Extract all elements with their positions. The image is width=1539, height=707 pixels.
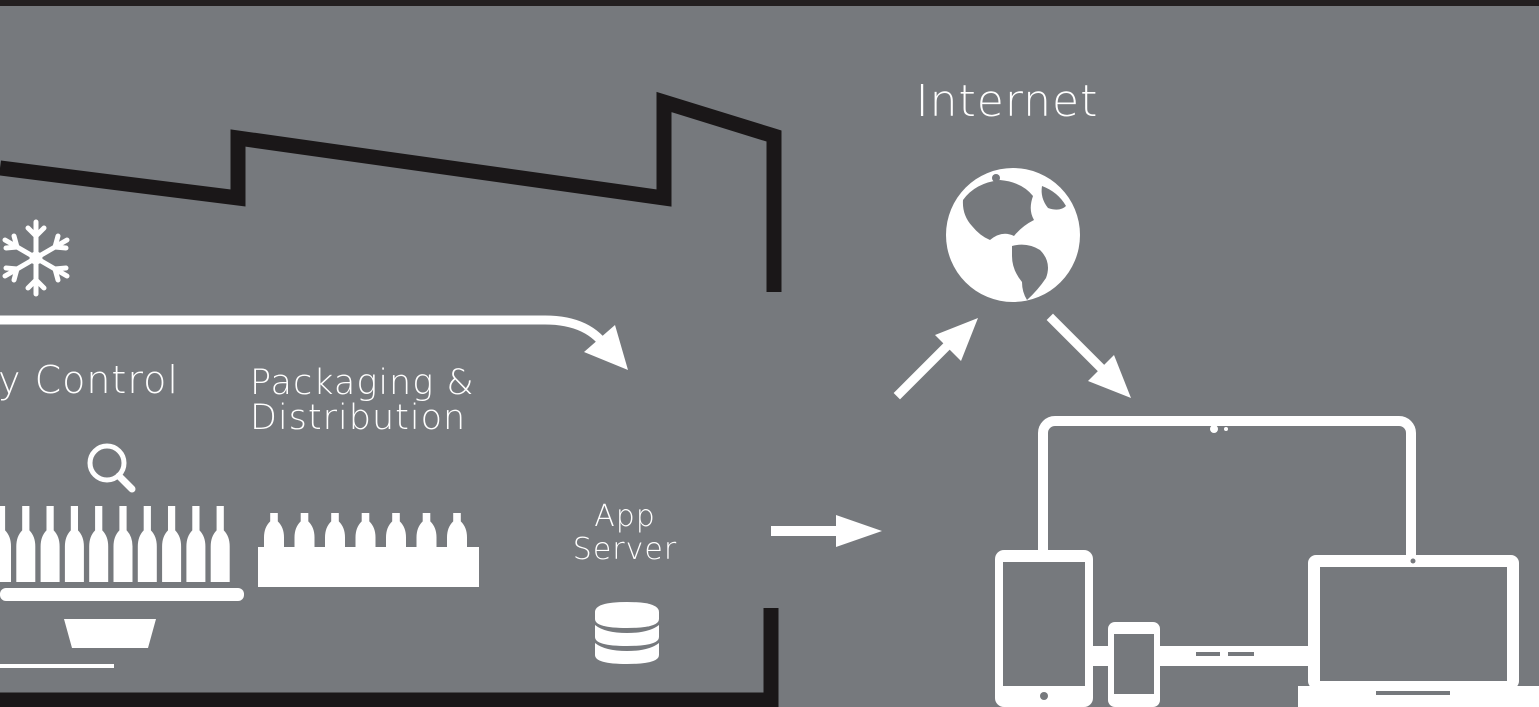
process-flow-arrow [0,315,613,355]
database-icon [595,602,659,664]
crate-bottle [325,513,345,549]
upload-arrow [893,318,978,400]
quality-control-label: y Control [0,358,179,402]
crate-bottle [355,513,376,549]
factory-roof-outline [0,91,782,292]
app-server-label-line1: App [594,499,656,534]
laptop-icon [1298,555,1539,707]
crate-bottle [386,513,406,549]
packaging-crate-bottles [264,513,467,549]
qc-bottle [89,506,109,582]
tablet-icon [995,550,1093,707]
qc-bottle [16,506,36,582]
crate-bottle [447,513,467,549]
floor-line [0,664,114,668]
app-server-label-line2: Server [573,532,677,567]
factory-floor-outline [0,608,779,707]
devices-icon [995,416,1539,707]
crate-bottle [264,513,284,549]
globe-icon [946,168,1080,302]
packaging-label-line2: Distribution [250,398,466,438]
crate-bottle [294,513,315,549]
magnifier-icon [87,443,136,493]
qc-bottle [186,506,206,582]
snowflake-icon [2,219,70,297]
qc-bottle [0,506,11,582]
crate-bottle [416,513,437,549]
phone-icon [1108,622,1160,707]
qc-bottle [162,506,182,582]
conveyor-belt [0,588,244,601]
qc-bottle [40,506,60,582]
packaging-crate [258,547,479,587]
qc-bottle [137,506,157,582]
process-flow-arrowhead [584,325,628,370]
qc-bottle [210,506,230,582]
reject-bin [64,619,156,648]
quality-control-bottles [0,506,230,582]
qc-bottle [113,506,133,582]
top-bar [0,0,1539,6]
internet-label: Internet [916,76,1099,127]
packaging-label-line1: Packaging & [250,363,475,403]
download-arrow [1046,313,1131,398]
server-to-devices-arrow [771,515,882,547]
qc-bottle [64,506,84,582]
